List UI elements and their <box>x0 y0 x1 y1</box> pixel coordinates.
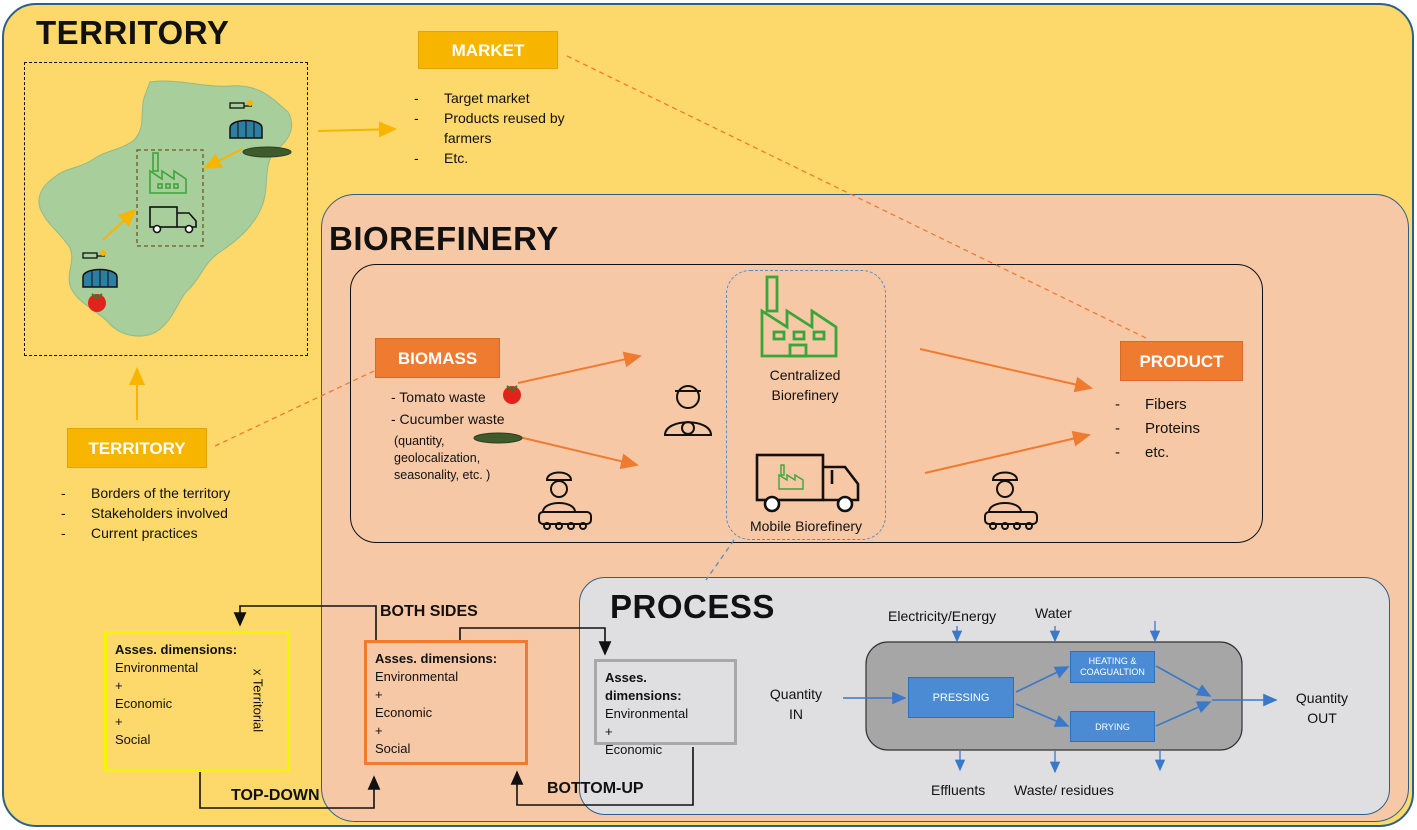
factory-icon-mobile <box>778 464 804 490</box>
market-item: Products reused by farmers <box>414 108 604 148</box>
drone-icon-top <box>229 100 253 109</box>
biomass-item: - Cucumber waste <box>391 411 505 427</box>
hub-dashed-box <box>136 149 204 247</box>
assessment-line: Social <box>115 732 151 747</box>
assessment-line: + <box>605 724 613 739</box>
bottom-up-label: BOTTOM-UP <box>547 780 644 797</box>
top-down-label: TOP-DOWN <box>231 787 320 804</box>
biorefinery-assessment-box: Asses. dimensions: Environmental + Econo… <box>364 640 528 765</box>
driver-icon <box>663 385 713 436</box>
territory-title: TERRITORY <box>36 14 230 51</box>
territory-label: TERRITORY <box>67 428 207 468</box>
assessment-line: Economic <box>375 705 433 720</box>
assessment-line: + <box>375 687 383 702</box>
territorial-assessment-box: Asses. dimensions: Environmental + Econo… <box>104 631 290 772</box>
product-list: Fibers Proteins etc. <box>1115 393 1255 465</box>
product-item: etc. <box>1115 441 1255 465</box>
cucumber-icon-map <box>242 146 292 158</box>
biomass-note: (quantity, geolocalization, seasonality,… <box>394 434 491 482</box>
territory-map-shape <box>38 80 292 337</box>
assessment-line: Economic <box>115 696 173 711</box>
assessment-line: Economic <box>605 742 663 757</box>
territory-item: Borders of the territory <box>61 483 241 503</box>
cucumber-icon-biomass <box>473 432 523 444</box>
operator-icon-left <box>538 471 592 530</box>
pressing-step: PRESSING <box>908 677 1014 718</box>
assessment-line: + <box>115 678 123 693</box>
assessment-heading: Asses. dimensions: <box>375 651 498 666</box>
factory-icon-map <box>149 152 187 194</box>
tomato-icon-biomass <box>503 385 521 404</box>
market-item: Target market <box>414 88 604 108</box>
territory-map-frame <box>24 62 308 356</box>
territory-list: Borders of the territory Stakeholders in… <box>61 483 241 543</box>
biorefinery-types-frame <box>726 270 886 540</box>
factory-icon-centralized <box>760 275 838 358</box>
product-item: Fibers <box>1115 393 1255 417</box>
truck-icon-mobile <box>755 453 860 513</box>
process-assessment-box: Asses. dimensions: Environmental + Econo… <box>594 659 737 757</box>
truck-icon-map <box>149 206 197 234</box>
assessment-line: + <box>375 723 383 738</box>
output-effluents: Effluents <box>931 782 986 798</box>
biomass-label: BIOMASS <box>375 338 500 378</box>
input-energy: Electricity/Energy <box>888 608 997 624</box>
market-list: Target market Products reused by farmers… <box>414 88 604 168</box>
biomass-item: - Tomato waste <box>391 389 486 405</box>
territory-item: Current practices <box>61 523 241 543</box>
both-sides-label: BOTH SIDES <box>380 603 478 620</box>
assessment-line: + <box>115 714 123 729</box>
assessment-line: Environmental <box>115 660 199 675</box>
input-water: Water <box>1035 605 1072 621</box>
heating-coagulation-step: HEATING & COAGUALTION <box>1070 651 1155 683</box>
market-item: Etc. <box>414 148 604 168</box>
assessment-line: Environmental <box>375 669 459 684</box>
product-item: Proteins <box>1115 417 1255 441</box>
greenhouse-icon-top <box>229 119 263 139</box>
product-label: PRODUCT <box>1120 341 1243 381</box>
territory-item: Stakeholders involved <box>61 503 241 523</box>
assessment-line: Environmental <box>605 706 689 721</box>
quantity-in: Quantity IN <box>769 686 823 722</box>
assessment-heading: Asses. dimensions: <box>605 670 682 703</box>
territorial-multiplier: x Territorial <box>250 668 266 733</box>
output-waste: Waste/ residues <box>1014 782 1114 798</box>
operator-icon-right <box>984 471 1038 530</box>
drying-step: DRYING <box>1070 711 1155 742</box>
tomato-icon-map <box>88 293 106 312</box>
quantity-out: Quantity OUT <box>1295 690 1349 726</box>
mobile-biorefinery-label: Mobile Biorefinery <box>749 518 863 534</box>
assessment-line: Social <box>375 741 411 756</box>
biorefinery-title: BIOREFINERY <box>329 220 559 257</box>
market-label: MARKET <box>418 31 558 69</box>
assessment-heading: Asses. dimensions: <box>115 642 238 657</box>
greenhouse-icon-bottom <box>82 268 118 288</box>
drone-icon-bottom <box>82 250 106 259</box>
process-title: PROCESS <box>610 588 775 625</box>
biorefinery-flow-frame <box>350 264 1263 543</box>
centralized-biorefinery-label: Centralized Biorefinery <box>769 367 841 403</box>
